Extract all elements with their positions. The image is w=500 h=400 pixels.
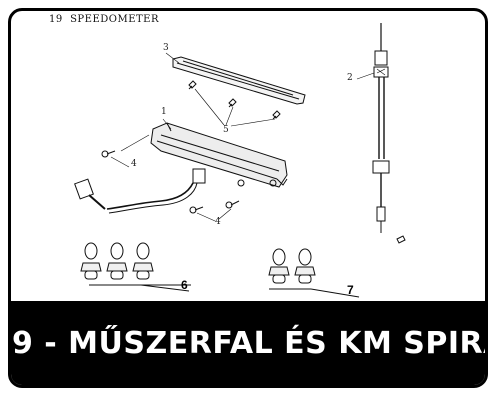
callout-3: 3 <box>163 43 169 53</box>
speedometer-body <box>150 122 288 188</box>
diagram-frame: 19 SPEEDOMETER <box>8 8 488 388</box>
speedometer-cable <box>372 23 406 244</box>
grommets-7 <box>268 248 360 298</box>
wiring-harness <box>74 178 198 214</box>
callout-4b: 4 <box>215 217 221 227</box>
screws-5 <box>188 80 281 120</box>
banner-title: F19 - MŰSZERFAL ÉS KM SPIRÁL <box>11 325 485 361</box>
speedometer-cover <box>172 56 306 105</box>
callout-1: 1 <box>161 107 167 117</box>
title-banner: F19 - MŰSZERFAL ÉS KM SPIRÁL <box>11 301 485 385</box>
callout-7: 7 <box>347 283 354 297</box>
diagram-title: 19 SPEEDOMETER <box>49 14 160 25</box>
callout-6: 6 <box>181 278 188 292</box>
callout-5: 5 <box>223 125 229 135</box>
screws-4 <box>101 150 240 214</box>
callout-2: 2 <box>347 73 353 83</box>
callout-4a: 4 <box>131 159 137 169</box>
parts-drawing <box>74 23 406 298</box>
grommets-6 <box>80 242 191 292</box>
